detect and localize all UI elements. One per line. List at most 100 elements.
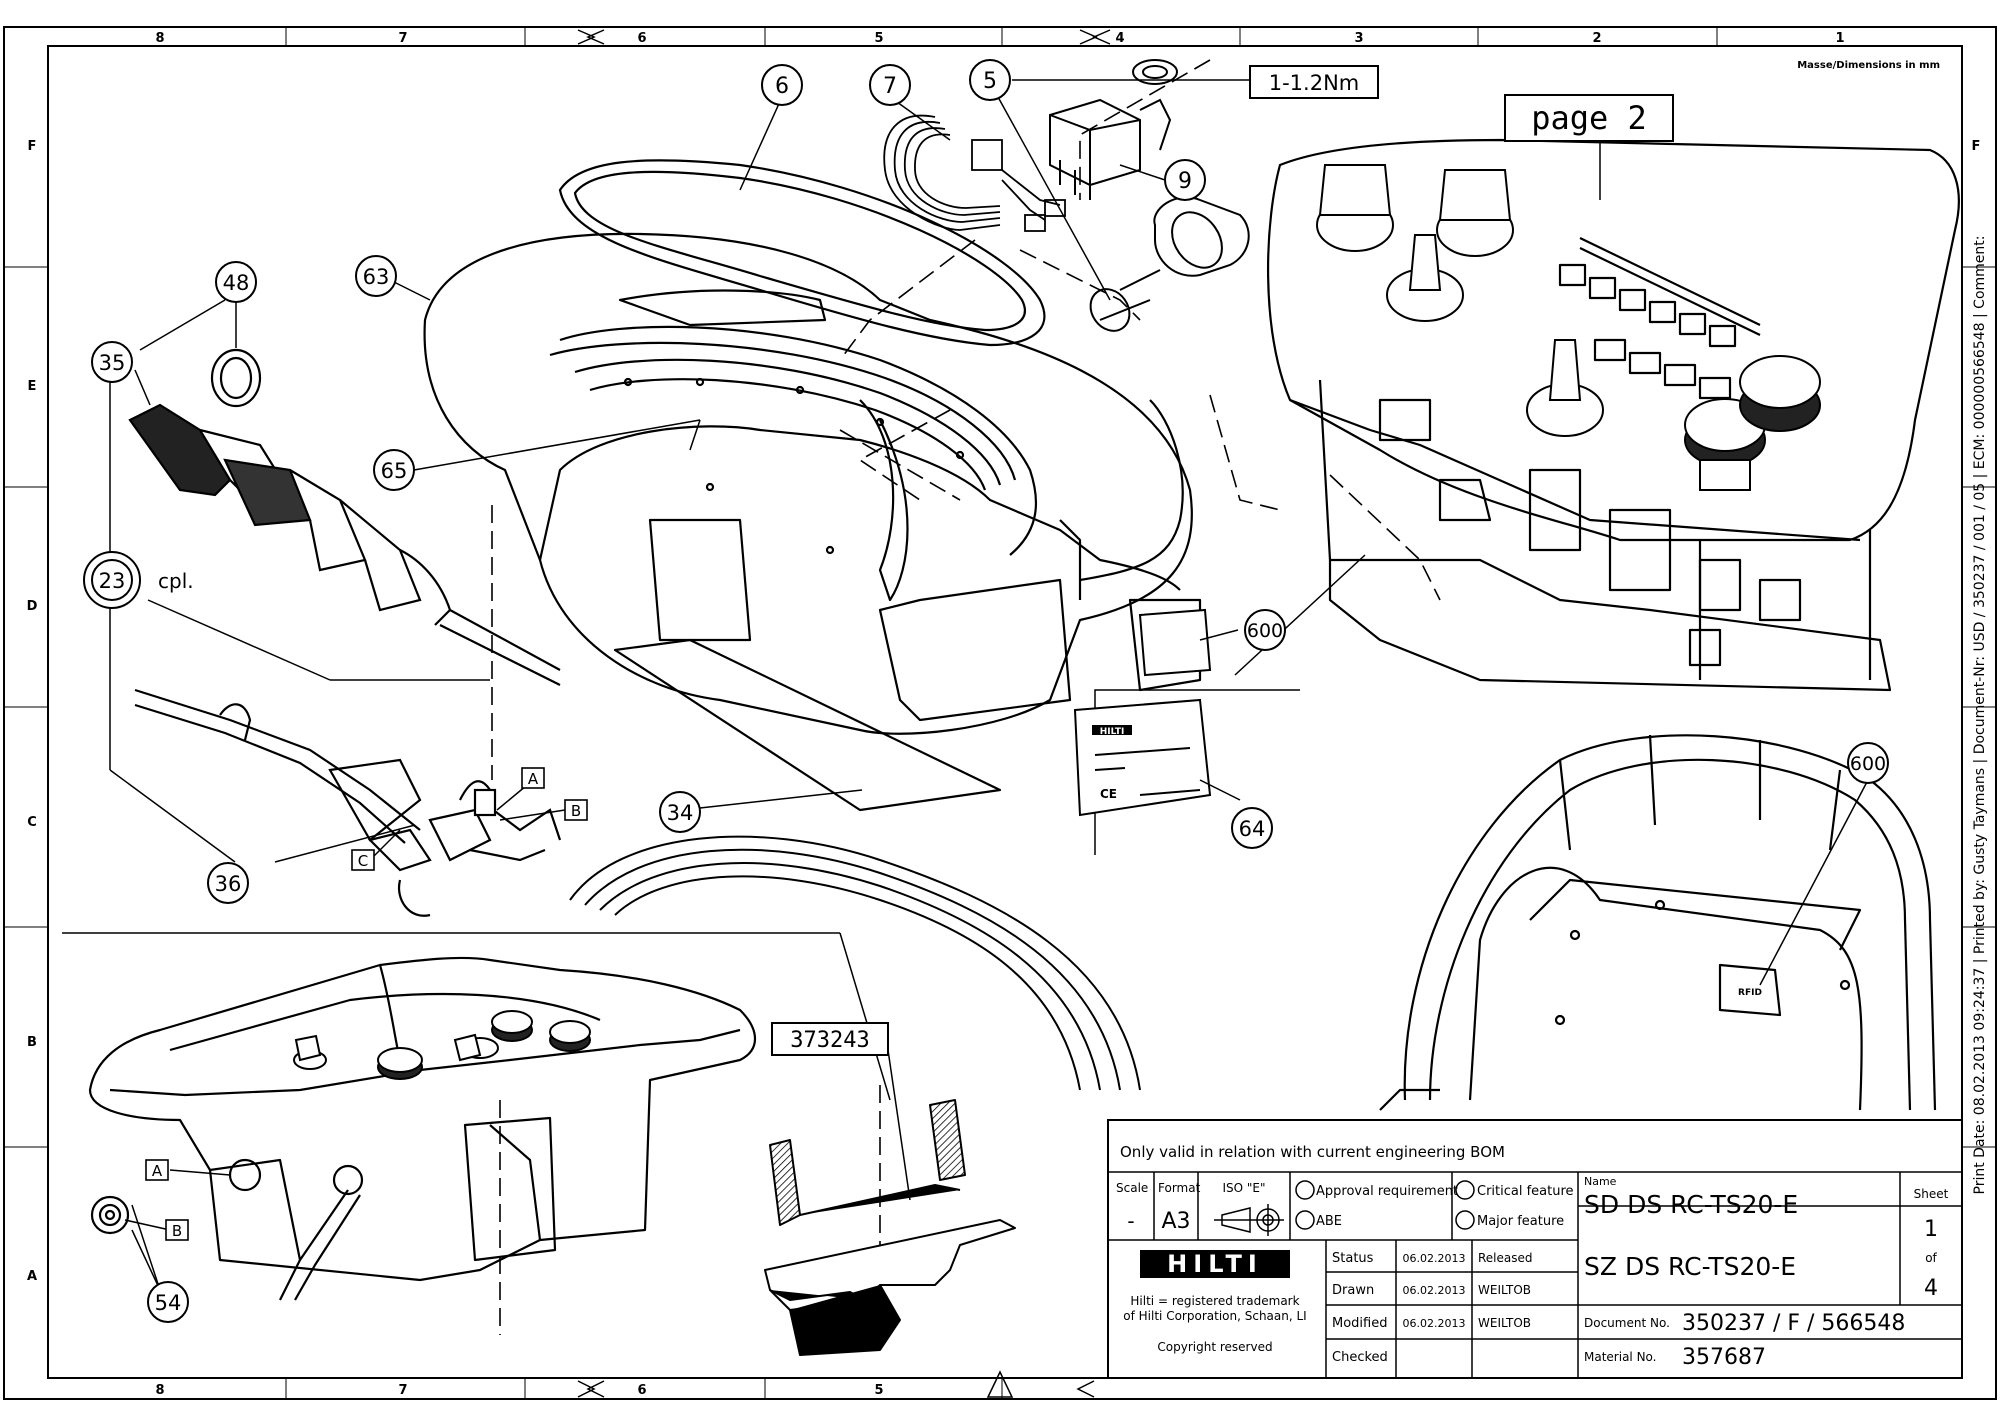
callout-600-top: 600 xyxy=(1244,609,1286,651)
name-line-1: SD DS RC-TS20-E xyxy=(1584,1190,1798,1219)
callout-600-top-number: 600 xyxy=(1247,620,1283,642)
mounting-ring-outline xyxy=(569,835,1141,1091)
iso-label: ISO "E" xyxy=(1222,1181,1265,1195)
callout-54-number: 54 xyxy=(155,1291,182,1315)
col-label-3: 3 xyxy=(1354,31,1363,46)
callout-65-number: 65 xyxy=(381,459,408,483)
connector-letter-b-bottom: B xyxy=(165,1219,189,1241)
housing-part-63 xyxy=(423,232,1202,812)
page-reference-text: page 2 xyxy=(1531,99,1647,137)
callout-5: 5 xyxy=(969,59,1011,101)
document-no-label: Document No. xyxy=(1584,1316,1670,1330)
callout-48-number: 48 xyxy=(223,271,250,295)
letter-c: C xyxy=(358,852,368,870)
row-label-f-right: F xyxy=(1972,139,1981,154)
callout-23-number: 23 xyxy=(99,569,126,593)
connector-letter-a-top: A xyxy=(521,767,545,789)
part-number-box-373243: 373243 xyxy=(771,1022,889,1056)
letter-b-bottom: B xyxy=(172,1222,182,1240)
control-unit-knobs xyxy=(293,1010,591,1080)
callout-35: 35 xyxy=(91,341,133,383)
cable-harness-part-7 xyxy=(883,114,1066,232)
callout-6-number: 6 xyxy=(775,74,789,99)
letter-a-bottom: A xyxy=(152,1162,163,1180)
callout-34: 34 xyxy=(659,791,701,833)
control-panel-page-2 xyxy=(1267,138,1960,692)
hilti-logo xyxy=(1140,1250,1290,1278)
leader-lines xyxy=(109,79,1881,1291)
callout-7: 7 xyxy=(869,64,911,106)
row-label-e-left: E xyxy=(28,379,37,394)
sheet-number: 1 xyxy=(1924,1217,1938,1242)
callout-5-number: 5 xyxy=(983,69,997,94)
callout-23-suffix: cpl. xyxy=(158,569,194,593)
hilti-logo-text: HILTI xyxy=(1167,1250,1263,1278)
page-reference-box: page 2 xyxy=(1504,94,1674,142)
drawing-frame xyxy=(3,26,1997,1400)
row-drawn-label: Drawn xyxy=(1332,1283,1374,1298)
cable-part-36 xyxy=(134,688,562,917)
part-number-text: 373243 xyxy=(790,1028,869,1053)
row-drawn-date: 06.02.2013 xyxy=(1403,1284,1466,1297)
copyright-note: Copyright reserved xyxy=(1157,1340,1272,1354)
row-status-value: Released xyxy=(1478,1251,1533,1265)
row-label-b-left: B xyxy=(27,1035,37,1050)
bottom-col-label-8: 8 xyxy=(155,1383,164,1398)
material-no-label: Material No. xyxy=(1584,1350,1657,1364)
label-brand-text: HILTI xyxy=(1100,727,1125,737)
rfid-label-text: RFID xyxy=(1738,988,1762,998)
row-modified-value: WEILTOB xyxy=(1478,1316,1531,1330)
clip-part-373243 xyxy=(764,1099,1016,1356)
col-label-5: 5 xyxy=(874,31,883,46)
callout-36: 36 xyxy=(207,862,249,904)
bottom-col-label-6: 6 xyxy=(637,1383,646,1398)
bottom-col-label-5: 5 xyxy=(874,1383,883,1398)
callout-36-number: 36 xyxy=(215,872,242,896)
critical-feature-label: Critical feature xyxy=(1477,1184,1574,1199)
torque-spec-text: 1-1.2Nm xyxy=(1269,71,1360,95)
callout-7-number: 7 xyxy=(883,74,897,99)
dimensions-note: Masse/Dimensions in mm xyxy=(1797,60,1940,71)
col-label-6: 6 xyxy=(637,31,646,46)
callout-64: 64 xyxy=(1231,807,1273,849)
callout-63: 63 xyxy=(355,255,397,297)
switch-part-9 xyxy=(1049,59,1178,200)
col-label-2: 2 xyxy=(1592,31,1601,46)
format-label: Format xyxy=(1158,1181,1201,1195)
format-value: A3 xyxy=(1161,1209,1190,1234)
connector-letter-a-bottom: A xyxy=(145,1159,169,1181)
document-no-value: 350237 / F / 566548 xyxy=(1682,1311,1905,1336)
row-modified-label: Modified xyxy=(1332,1316,1387,1331)
name-line-2: SZ DS RC-TS20-E xyxy=(1584,1252,1796,1281)
bottom-col-label-7: 7 xyxy=(398,1383,407,1398)
col-label-4: 4 xyxy=(1115,31,1124,46)
row-label-d-left: D xyxy=(27,599,38,614)
connector-letter-c: C xyxy=(351,849,375,871)
row-modified-date: 06.02.2013 xyxy=(1403,1317,1466,1330)
letter-a-top: A xyxy=(528,770,539,788)
row-label-a-left: A xyxy=(27,1269,37,1284)
callout-9: 9 xyxy=(1164,159,1206,201)
knob-group xyxy=(1316,164,1821,491)
connector-part-5 xyxy=(1089,196,1250,332)
print-info-side-note: Print Date: 08.02.2013 09:24:37 | Printe… xyxy=(1972,236,1988,1195)
row-status-label: Status xyxy=(1332,1251,1374,1266)
row-label-f-left: F xyxy=(28,139,37,154)
callout-48: 48 xyxy=(215,261,257,303)
callout-63-number: 63 xyxy=(363,265,390,289)
ce-mark-text: CE xyxy=(1100,787,1117,801)
callout-23: 23 cpl. xyxy=(83,551,194,609)
sheet-label: Sheet xyxy=(1914,1187,1949,1201)
approval-requirement-label: Approval requirement xyxy=(1316,1184,1458,1199)
housing-underside-view xyxy=(1379,734,1937,1111)
callout-64-number: 64 xyxy=(1239,817,1266,841)
sheet-total: 4 xyxy=(1924,1276,1938,1301)
callout-35-number: 35 xyxy=(99,351,126,375)
callout-6: 6 xyxy=(761,64,803,106)
callout-34-number: 34 xyxy=(667,801,694,825)
assembly-centerlines xyxy=(491,59,1441,1335)
cable-connector-part-35 xyxy=(128,348,561,686)
name-label: Name xyxy=(1584,1175,1617,1188)
callout-600-right: 600 xyxy=(1847,742,1889,784)
